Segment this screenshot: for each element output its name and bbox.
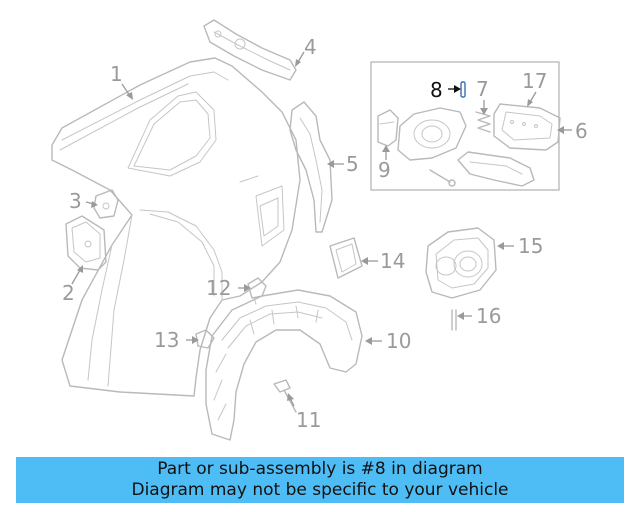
callout-label-7: 7 xyxy=(476,77,489,101)
callout-label-16: 16 xyxy=(476,304,501,328)
callout-label-9: 9 xyxy=(378,158,391,182)
callout-label-5: 5 xyxy=(346,152,359,176)
callout-label-10: 10 xyxy=(386,329,411,353)
part-17-fuel-door xyxy=(493,103,561,151)
part-2-bracket xyxy=(65,215,107,271)
banner-line-disclaimer: Diagram may not be specific to your vehi… xyxy=(131,480,509,500)
callout-label-11: 11 xyxy=(296,408,321,432)
callout-label-3: 3 xyxy=(69,189,82,213)
callout-label-8: 8 xyxy=(430,78,443,102)
callout-label-17: 17 xyxy=(522,69,547,93)
callout-label-4: 4 xyxy=(304,35,317,59)
callout-label-14: 14 xyxy=(380,249,405,273)
part-12-clip xyxy=(247,277,267,305)
fuel-door-hinge xyxy=(457,151,535,187)
part-14-seal xyxy=(329,237,363,279)
callout-label-1: 1 xyxy=(110,62,123,86)
banner-line-part: Part or sub-assembly is #8 in diagram xyxy=(157,459,483,479)
callout-arrows xyxy=(71,51,572,407)
part-15-filler-pocket xyxy=(425,227,497,299)
part-11-screw xyxy=(273,379,297,413)
part-5-pillar-reinforcement xyxy=(289,101,333,233)
part-4-upper-rail xyxy=(203,19,297,81)
info-banner: Part or sub-assembly is #8 in diagram Di… xyxy=(16,457,624,503)
part-3-small-bracket xyxy=(93,189,119,219)
parts-diagram: 1 2 3 4 5 6 7 8 9 10 11 12 13 14 15 16 1… xyxy=(51,19,588,441)
part-7-spring xyxy=(475,111,491,133)
callout-label-15: 15 xyxy=(518,234,543,258)
fuel-door-housing xyxy=(397,107,467,161)
part-8-pin xyxy=(460,81,466,98)
callout-label-13: 13 xyxy=(154,328,179,352)
part-10-wheelhouse-liner xyxy=(205,289,363,441)
housing-screw xyxy=(429,169,456,187)
callout-label-2: 2 xyxy=(62,281,75,305)
part-1-quarter-panel xyxy=(51,57,301,397)
callout-label-12: 12 xyxy=(206,276,231,300)
part-16-drain-tube xyxy=(451,309,457,331)
callout-label-6: 6 xyxy=(575,119,588,143)
